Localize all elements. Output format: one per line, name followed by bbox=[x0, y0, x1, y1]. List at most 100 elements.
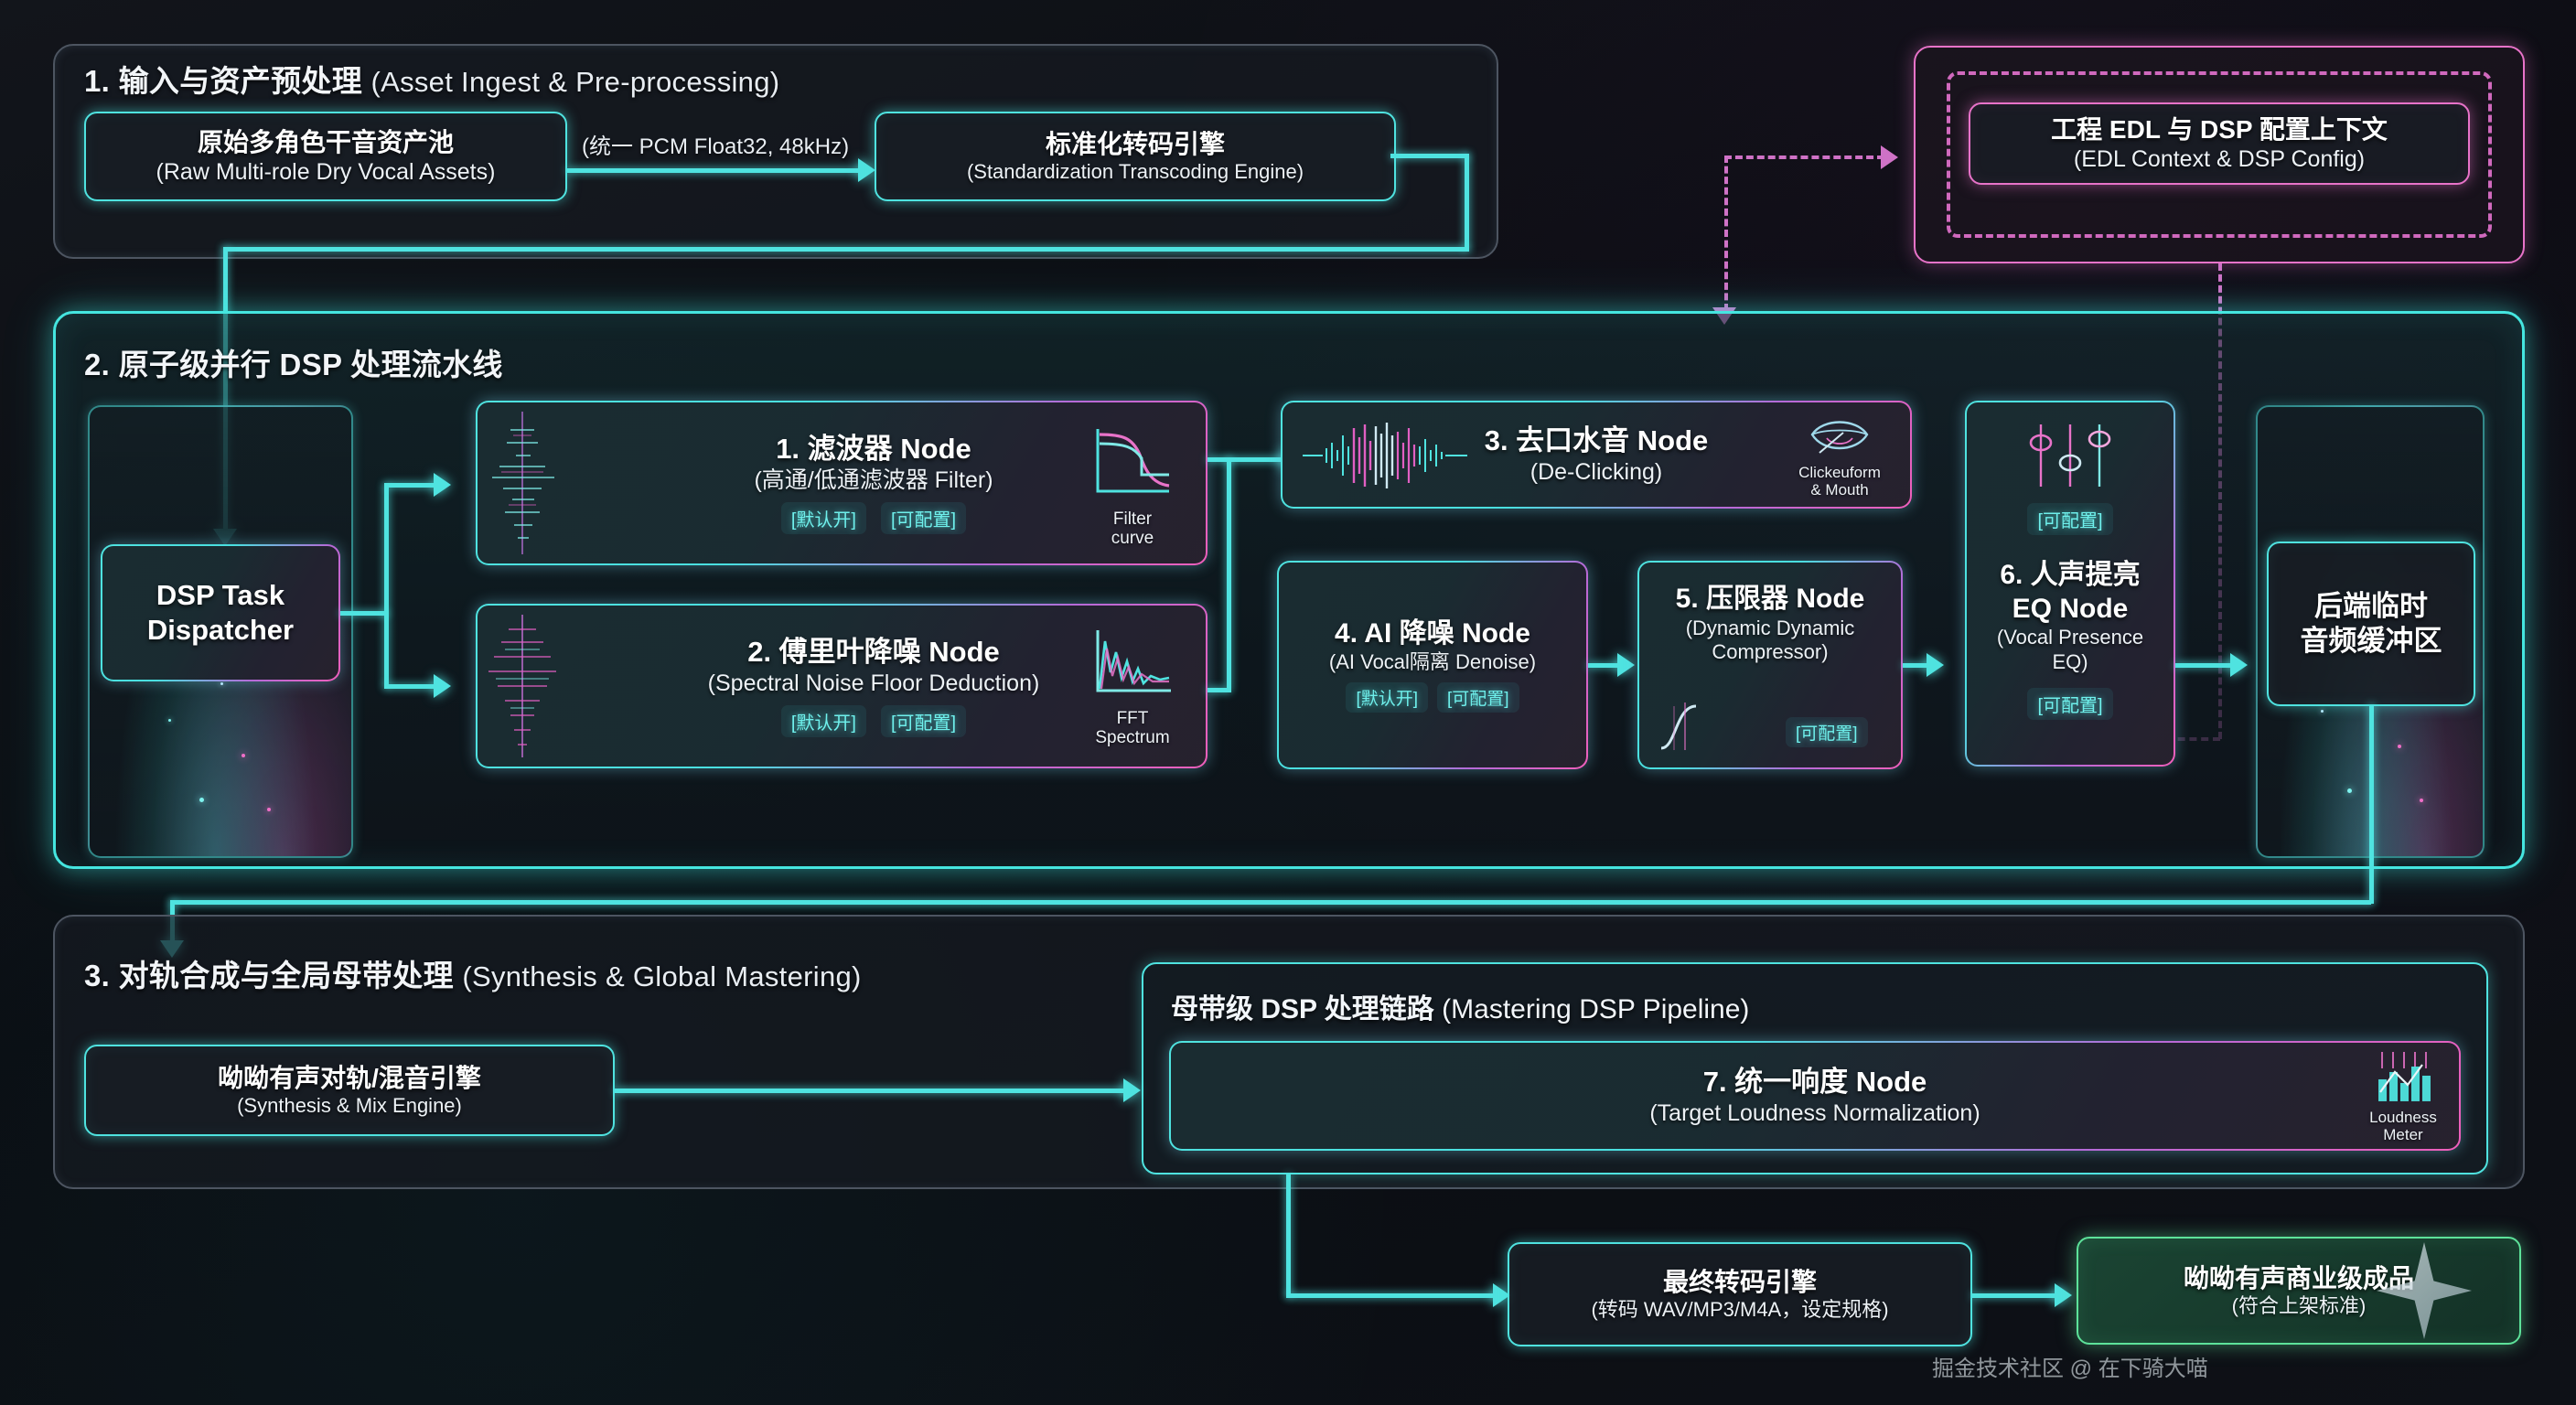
mouth-icon bbox=[1810, 421, 1869, 454]
node-compressor-en: (Dynamic Dynamic Compressor) bbox=[1685, 616, 1855, 664]
section-1-cn: 输入与资产预处理 bbox=[118, 64, 371, 98]
connector-transcode-out-v1 bbox=[1465, 154, 1469, 251]
compressor-curve-icon bbox=[1660, 702, 1697, 750]
node-fourier-tag-configurable[interactable]: [可配置] bbox=[881, 704, 967, 737]
raw-assets-cn: 原始多角色干音资产池 bbox=[197, 127, 454, 156]
waveform-thumb-filter bbox=[483, 412, 562, 554]
arrowhead-mix-to-mastering bbox=[1123, 1078, 1141, 1102]
node-fourier-tag-default[interactable]: [默认开] bbox=[780, 704, 866, 737]
mix-engine-box[interactable]: 呦呦有声对轨/混音引擎 (Synthesis & Mix Engine) bbox=[84, 1045, 615, 1136]
node-declick-en: (De-Clicking) bbox=[1530, 458, 1663, 485]
final-transcode-en: (转码 WAV/MP3/M4A，设定规格) bbox=[1591, 1297, 1889, 1321]
transcode-en: (Standardization Transcoding Engine) bbox=[966, 159, 1304, 183]
edl-context-dashed-frame bbox=[1947, 71, 2492, 238]
final-transcode-box[interactable]: 最终转码引擎 (转码 WAV/MP3/M4A，设定规格) bbox=[1508, 1242, 1972, 1346]
node-eq-box[interactable]: [可配置] 6. 人声提亮 EQ Node (Vocal Presence EQ… bbox=[1965, 401, 2175, 767]
node-denoise-box[interactable]: 4. AI 降噪 Node (AI Vocal隔离 Denoise) [默认开]… bbox=[1277, 561, 1588, 769]
edl-context-box[interactable]: 工程 EDL 与 DSP 配置上下文 (EDL Context & DSP Co… bbox=[1969, 102, 2470, 185]
node-declick-box[interactable]: 3. 去口水音 Node (De-Clicking) bbox=[1281, 401, 1912, 509]
buffer-line2: 音频缓冲区 bbox=[2300, 625, 2442, 657]
node-eq-en: (Vocal Presence EQ) bbox=[1996, 626, 2144, 674]
connector-compressor-to-eq bbox=[1903, 663, 1930, 668]
product-box[interactable]: 呦呦有声商业级成品 (符合上架标准) bbox=[2077, 1237, 2521, 1345]
node-fourier-box[interactable]: 2. 傅里叶降噪 Node (Spectral Noise Floor Dedu… bbox=[476, 604, 1208, 768]
fft-spectrum-icon bbox=[1096, 629, 1171, 692]
product-cn: 呦呦有声商业级成品 bbox=[2183, 1263, 2414, 1292]
node-compressor-cn: 5. 压限器 Node bbox=[1675, 584, 1865, 614]
dispatcher-line2: Dispatcher bbox=[146, 614, 295, 646]
node-denoise-tag-configurable[interactable]: [可配置] bbox=[1437, 682, 1519, 713]
arrowhead-denoise-to-compressor bbox=[1617, 653, 1635, 677]
loudness-meter-icon bbox=[2378, 1051, 2431, 1101]
edl-feed-dashed-v bbox=[1724, 156, 1728, 311]
node-filter-tag-default[interactable]: [默认开] bbox=[780, 501, 866, 534]
connector-transcode-out-h bbox=[1390, 154, 1469, 158]
loudness-cn: 7. 统一响度 Node bbox=[1702, 1065, 1927, 1098]
node-eq-cn2: EQ Node bbox=[2012, 593, 2129, 624]
dispatcher-out-bus bbox=[384, 485, 389, 688]
waveform-thumb-declick bbox=[1299, 423, 1471, 488]
node-denoise-tag-default[interactable]: [默认开] bbox=[1346, 682, 1428, 713]
connector-buffer-loopback bbox=[170, 900, 2371, 905]
pcm-format-label: (统一 PCM Float32, 48kHz) bbox=[582, 134, 850, 159]
arrowhead-raw-to-transcode bbox=[858, 158, 875, 182]
node-denoise-en: (AI Vocal隔离 Denoise) bbox=[1328, 650, 1537, 674]
connector-transcode-out-h2 bbox=[223, 247, 1469, 252]
node-fourier-cn: 2. 傅里叶降噪 Node bbox=[747, 636, 1000, 669]
node-eq-tag-bottom[interactable]: [可配置] bbox=[2027, 687, 2113, 720]
node-filter-en: (高通/低通滤波器 Filter) bbox=[754, 467, 993, 494]
watermark: 掘金技术社区 @ 在下骑大喵 bbox=[1932, 1357, 2208, 1381]
arrowhead-to-fourier bbox=[434, 674, 451, 698]
eq-sliders-icon bbox=[2029, 424, 2111, 487]
arrowhead-to-product bbox=[2055, 1283, 2072, 1307]
node-eq-cn1: 6. 人声提亮 bbox=[2000, 560, 2141, 590]
section-1-en: (Asset Ingest & Pre-processing) bbox=[370, 66, 780, 98]
edl-en: (EDL Context & DSP Config) bbox=[2073, 145, 2366, 172]
dispatcher-to-filter bbox=[384, 483, 437, 488]
node-compressor-box[interactable]: 5. 压限器 Node (Dynamic Dynamic Compressor) bbox=[1637, 561, 1903, 769]
section-3-title: 3. 对轨合成与全局母带处理 (Synthesis & Global Maste… bbox=[84, 951, 862, 995]
arrowhead-to-final-transcode bbox=[1493, 1283, 1510, 1307]
section-3-en: (Synthesis & Global Mastering) bbox=[462, 960, 862, 992]
edl-cn: 工程 EDL 与 DSP 配置上下文 bbox=[2051, 114, 2388, 144]
connector-denoise-to-compressor bbox=[1588, 663, 1621, 668]
dsp-task-dispatcher-box[interactable]: DSP Task Dispatcher bbox=[101, 544, 340, 681]
section-3-number: 3. bbox=[84, 959, 119, 992]
connector-mastering-to-final bbox=[1286, 1293, 1498, 1298]
node-eq-tag-top[interactable]: [可配置] bbox=[2027, 503, 2113, 535]
transcode-engine-box[interactable]: 标准化转码引擎 (Standardization Transcoding Eng… bbox=[875, 112, 1396, 201]
waveform-thumb-fourier bbox=[483, 615, 562, 757]
transcode-cn: 标准化转码引擎 bbox=[1045, 129, 1225, 158]
connector-eq-to-buffer bbox=[2175, 663, 2234, 668]
raw-assets-box[interactable]: 原始多角色干音资产池 (Raw Multi-role Dry Vocal Ass… bbox=[84, 112, 567, 201]
arrowhead-compressor-to-eq bbox=[1927, 653, 1944, 677]
node-filter-cn: 1. 滤波器 Node bbox=[776, 433, 971, 466]
edl-feed-dashed-h bbox=[1724, 156, 1884, 159]
connector-final-to-product bbox=[1972, 1293, 2060, 1298]
product-en: (符合上架标准) bbox=[2231, 1293, 2367, 1317]
connector-fourier-out bbox=[1208, 688, 1231, 692]
connector-fourier-riser bbox=[1227, 457, 1231, 688]
connector-mix-to-mastering bbox=[615, 1089, 1127, 1093]
node-filter-tag-configurable[interactable]: [可配置] bbox=[880, 501, 967, 534]
mix-engine-en: (Synthesis & Mix Engine) bbox=[237, 1093, 462, 1117]
filter-curve-icon bbox=[1096, 428, 1170, 493]
section-2-number: 2. bbox=[84, 348, 119, 381]
node-declick-cn: 3. 去口水音 Node bbox=[1484, 424, 1709, 456]
loudness-node-box[interactable]: 7. 统一响度 Node (Target Loudness Normalizat… bbox=[1169, 1041, 2461, 1151]
connector-mastering-down bbox=[1286, 1174, 1291, 1297]
backend-buffer-box[interactable]: 后端临时 音频缓冲区 bbox=[2267, 542, 2475, 706]
mastering-title-cn: 母带级 DSP 处理链路 bbox=[1171, 994, 1443, 1024]
node-compressor-tag-configurable[interactable]: [可配置] bbox=[1786, 717, 1868, 747]
mix-engine-cn: 呦呦有声对轨/混音引擎 bbox=[218, 1063, 481, 1092]
raw-assets-en: (Raw Multi-role Dry Vocal Assets) bbox=[156, 158, 496, 185]
node-filter-box[interactable]: 1. 滤波器 Node (高通/低通滤波器 Filter) [默认开] [可配置… bbox=[476, 401, 1208, 565]
arrowhead-to-filter bbox=[434, 473, 451, 497]
dispatcher-line1: DSP Task bbox=[156, 579, 285, 612]
compressor-curve-icon-cell bbox=[1656, 697, 1707, 758]
